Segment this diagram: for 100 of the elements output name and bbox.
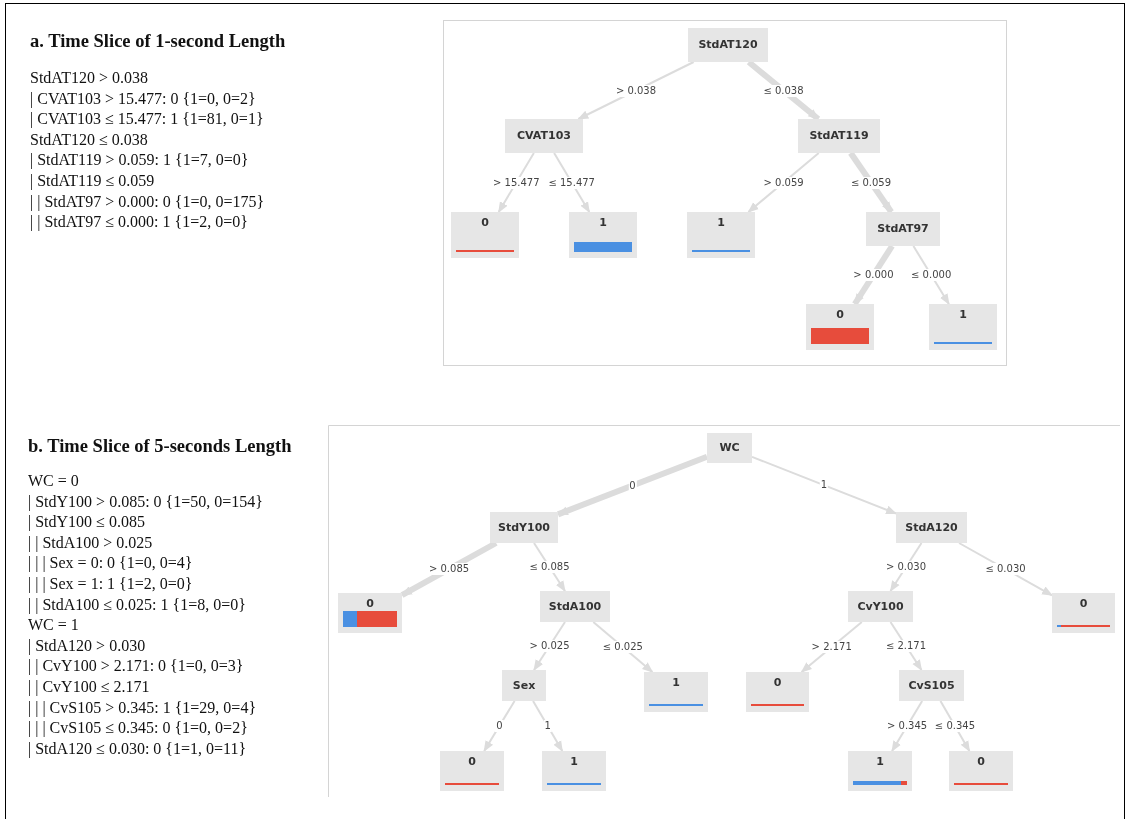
leaf-node: [949, 751, 1013, 791]
node-label: CVAT103: [516, 129, 572, 142]
rule-text: | StdA120 > 0.030: [28, 635, 146, 655]
rule-text: | | | Sex = 0: 0 {1=0, 0=4}: [28, 553, 193, 573]
edge-label: > 0.038: [614, 84, 658, 97]
leaf-node: [746, 672, 809, 712]
node-label: Sex: [511, 678, 537, 692]
rule-text: | StdY100 > 0.085: 0 {1=50, 0=154}: [28, 491, 263, 511]
leaf-node: [338, 593, 402, 633]
split-node: [707, 433, 752, 463]
rule-text: | CVAT103 > 15.477: 0 {1=0, 0=2}: [30, 88, 256, 108]
node-label: 1: [598, 216, 608, 229]
node-label: 0: [835, 308, 845, 321]
node-label: 1: [671, 676, 681, 689]
edge-label: 0: [628, 479, 637, 492]
node-label: 0: [1078, 597, 1089, 610]
edge-label: ≤ 15.477: [547, 176, 596, 189]
arrow: [483, 700, 516, 752]
rule-text: | | StdA100 ≤ 0.025: 1 {1=8, 0=0}: [28, 594, 246, 614]
edge-label: ≤ 0.085: [528, 561, 571, 573]
panel-title: b. Time Slice of 5-seconds Length: [28, 437, 292, 456]
node-label: 1: [716, 216, 726, 229]
arrow: [912, 245, 950, 305]
edge-label: ≤ 0.345: [933, 720, 977, 732]
node-label: 1: [569, 755, 579, 768]
arrow: [553, 152, 591, 213]
leaf-node: [644, 672, 708, 712]
rule-text: | | StdAT97 > 0.000: 0 {1=0, 0=175}: [30, 191, 265, 211]
node-label: 0: [365, 597, 375, 610]
rule-text: | StdAT119 > 0.059: 1 {1=7, 0=0}: [30, 150, 249, 170]
node-label: CvS105: [907, 678, 956, 692]
split-node: [502, 670, 546, 701]
arrow: [852, 244, 895, 306]
rule-text: StdAT120 ≤ 0.038: [30, 129, 148, 149]
edge-label: ≤ 0.030: [984, 563, 1027, 576]
rule-text: | | StdAT97 ≤ 0.000: 1 {1=2, 0=0}: [30, 212, 248, 232]
split-node: [490, 512, 558, 543]
rule-text: | CVAT103 ≤ 15.477: 1 {1=81, 0=1}: [30, 109, 264, 129]
node-label: CvY100: [856, 599, 905, 613]
split-node: [688, 28, 768, 62]
leaf-node: [440, 751, 504, 791]
node-label: StdA100: [547, 599, 603, 613]
split-node: [848, 591, 913, 622]
rule-text: WC = 1: [28, 615, 79, 635]
leaf-node: [1052, 593, 1115, 633]
split-node: [866, 212, 940, 246]
split-node: [540, 591, 610, 622]
panel-title: a. Time Slice of 1-second Length: [30, 32, 286, 51]
edge-label: > 0.059: [762, 176, 805, 189]
rule-text: | | | CvS105 > 0.345: 1 {1=29, 0=4}: [28, 697, 257, 717]
leaf-node: [929, 304, 997, 350]
edge-label: > 15.477: [492, 176, 541, 189]
edge-label: > 0.345: [886, 720, 929, 732]
rule-text: WC = 0: [28, 471, 79, 490]
leaf-node: [569, 212, 637, 258]
split-node: [896, 512, 967, 543]
split-node: [505, 119, 583, 153]
node-label: 1: [875, 755, 885, 768]
leaf-node: [687, 212, 755, 258]
edge-label: ≤ 0.000: [910, 269, 953, 281]
arrow: [848, 151, 894, 214]
arrow: [532, 700, 564, 752]
edge-label: ≤ 0.059: [849, 176, 893, 189]
rule-text: | StdAT119 ≤ 0.059: [30, 171, 155, 190]
node-label: StdA120: [904, 520, 959, 534]
node-label: StdY100: [497, 520, 551, 534]
node-label: WC: [718, 441, 741, 454]
edge-label: ≤ 0.038: [762, 84, 805, 97]
rule-text: | StdY100 ≤ 0.085: [28, 512, 145, 532]
node-label: 0: [480, 216, 490, 229]
arrow: [751, 455, 897, 515]
edge-label: ≤ 0.025: [601, 641, 644, 653]
edge-label: 0: [495, 720, 504, 732]
arrow: [747, 152, 820, 213]
edge-label: > 0.000: [852, 269, 895, 281]
node-label: StdAT119: [808, 129, 870, 142]
edge-label: > 2.171: [810, 641, 853, 653]
node-label: 0: [976, 755, 986, 768]
leaf-node: [451, 212, 519, 258]
rule-text: | StdA120 ≤ 0.030: 0 {1=1, 0=11}: [28, 738, 247, 758]
node-label: StdAT120: [697, 38, 759, 51]
split-node: [798, 119, 880, 153]
rule-text: StdAT120 > 0.038: [30, 68, 148, 87]
edge-label: > 0.030: [884, 561, 928, 573]
node-label: 1: [958, 308, 968, 321]
node-label: 0: [772, 676, 783, 689]
node-label: 0: [467, 755, 477, 768]
arrow: [497, 152, 535, 213]
edge-label: > 0.025: [528, 640, 571, 652]
edge-label: > 0.085: [427, 563, 471, 576]
node-label: StdAT97: [876, 222, 930, 235]
rule-text: | | | Sex = 1: 1 {1=2, 0=0}: [28, 574, 193, 593]
edge-label: 1: [543, 720, 552, 732]
rule-text: | | | CvS105 ≤ 0.345: 0 {1=0, 0=2}: [28, 718, 248, 738]
arrow: [556, 453, 709, 518]
rule-text: | | CvY100 > 2.171: 0 {1=0, 0=3}: [28, 656, 244, 676]
rule-text: | | StdA100 > 0.025: [28, 532, 153, 552]
rule-text: | | CvY100 ≤ 2.171: [28, 677, 150, 696]
leaf-node: [848, 751, 912, 791]
split-node: [899, 670, 964, 701]
